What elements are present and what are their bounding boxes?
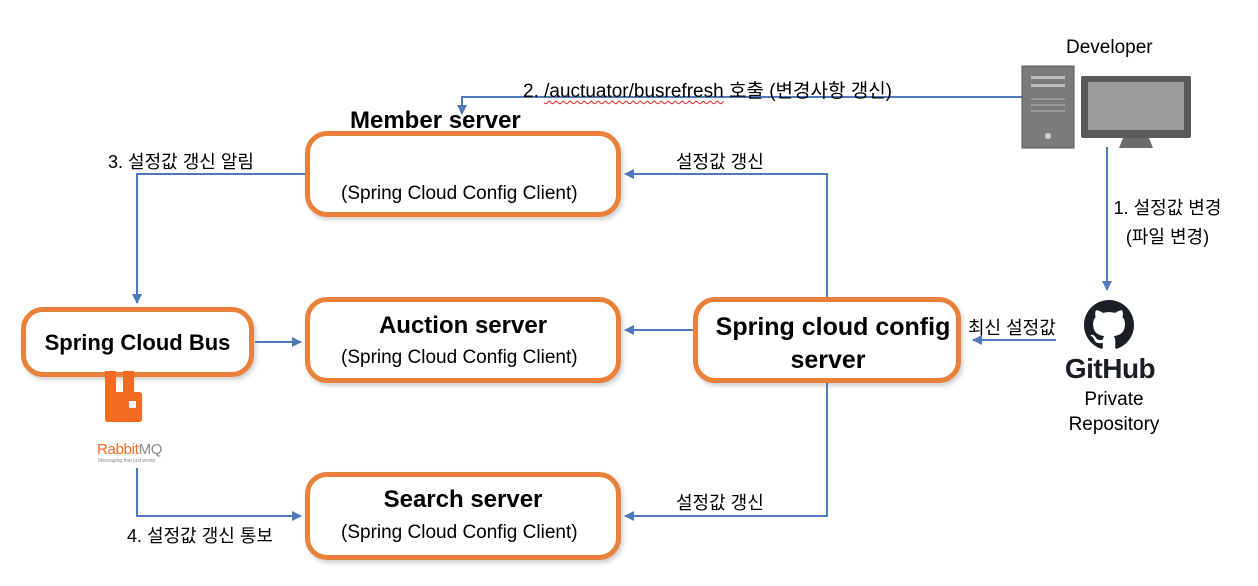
step2-label: 2. /auctuator/busrefresh 호출 (변경사항 갱신) [523,76,892,103]
arrow-config-to-search [624,383,828,521]
config-update-label-top: 설정값 갱신 [676,152,764,172]
search-server-box [305,472,621,560]
step3-label: 3. 설정값 갱신 알림 [108,152,254,172]
auction-server-box [305,297,621,383]
spring-cloud-bus-title: Spring Cloud Bus [44,330,231,355]
step2-suffix: 호출 (변경사항 갱신) [723,81,893,102]
step2-prefix: 2. [523,81,545,102]
search-server-subtitle: (Spring Cloud Config Client) [341,522,578,543]
developer-label: Developer [1066,37,1153,58]
latest-config-label: 최신 설정값 [968,318,1056,338]
spring-cloud-bus-box [21,307,254,377]
github-caption-line1: Private [1084,389,1144,410]
step1-label: 1. 설정값 변경 (파일 변경) [1100,194,1235,249]
rabbitmq-logo-icon [105,371,142,422]
arrow-config-to-member [624,169,828,297]
github-wordmark: GitHub [1064,353,1156,384]
busrefresh-endpoint: /auctuator/busrefresh [544,81,724,102]
config-server-title: Spring cloud config server [693,311,973,377]
rabbitmq-wordmark-rabbit: Rabbit [97,441,139,458]
github-octocat-icon [1084,300,1134,349]
auction-server-subtitle: (Spring Cloud Config Client) [341,347,578,368]
member-server-subtitle: (Spring Cloud Config Client) [341,183,578,204]
developer-computer-icon [1021,65,1191,149]
github-caption: Private Repository [1050,387,1178,437]
auction-server-title: Auction server [378,312,548,339]
rabbitmq-wordmark-mq: MQ [138,441,163,458]
step1-line1: 1. 설정값 변경 [1113,198,1222,218]
rabbitmq-wordmark: RabbitMQ [97,441,162,458]
arrow-member-to-bus [132,173,305,304]
rabbitmq-tagline: Messaging that just works [98,458,156,464]
member-server-title: Member server [350,107,521,134]
config-server-title-line1: Spring cloud config [715,313,951,341]
config-server-title-line2: server [790,346,866,374]
step1-line2: (파일 변경) [1125,227,1210,247]
config-update-label-bottom: 설정값 갱신 [676,493,764,513]
config-server-box [693,297,961,383]
arrow-busrefresh-to-member [457,96,1022,115]
arrow-rabbitmq-to-search [136,468,302,521]
member-server-box [305,131,621,217]
step4-label: 4. 설정값 갱신 통보 [127,526,273,546]
github-caption-line2: Repository [1068,414,1160,435]
search-server-title: Search server [383,486,543,513]
